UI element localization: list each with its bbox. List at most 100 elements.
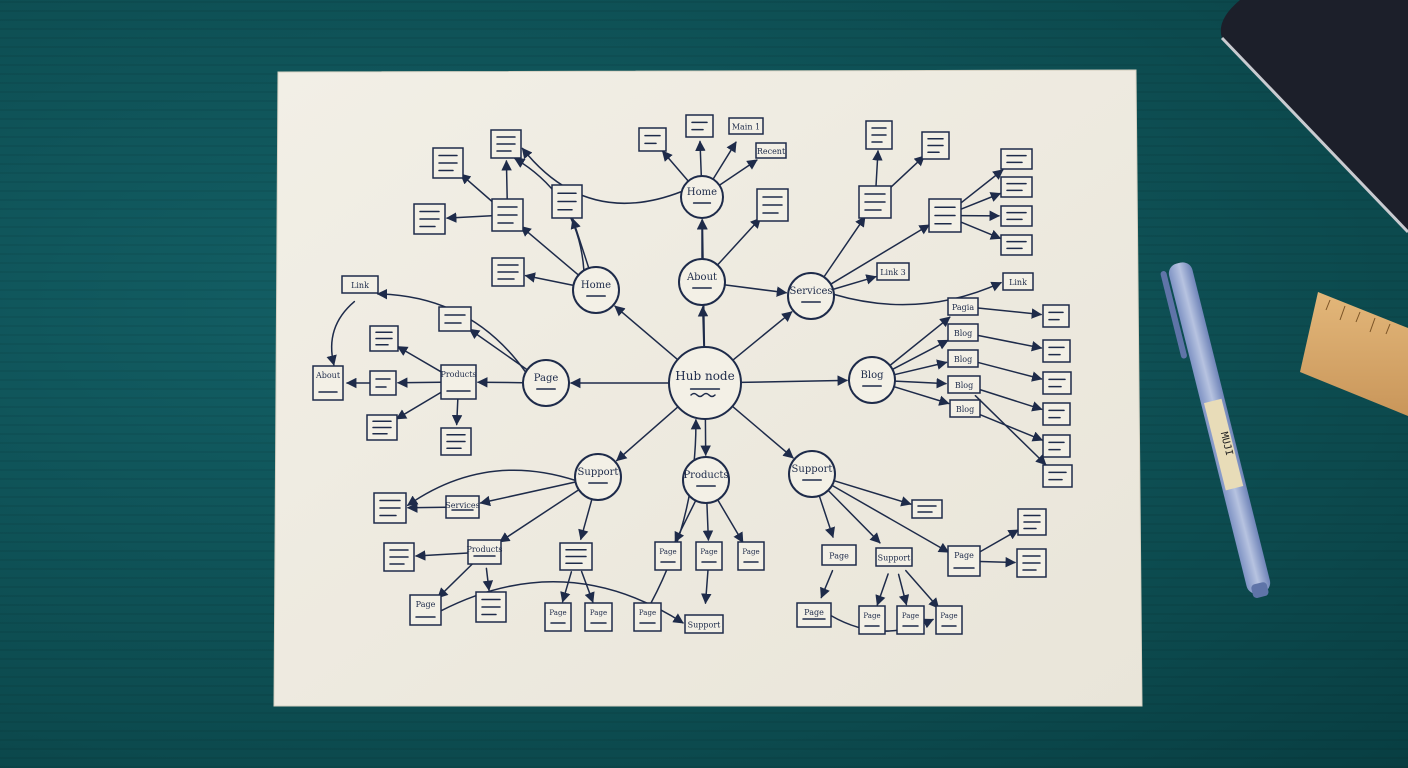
labeled-page-box: Page [544, 602, 572, 632]
labeled-page-box: Support [875, 547, 913, 567]
page-box [1042, 371, 1072, 395]
box-label: Blog [956, 405, 974, 414]
primary-node: Home [680, 175, 724, 219]
page-box [551, 184, 583, 219]
labeled-page-box: Link [341, 275, 379, 294]
labeled-page-box: Blog [949, 399, 981, 418]
connector-arrow [889, 316, 951, 367]
page-box [369, 325, 399, 352]
connector-arrow [820, 569, 834, 599]
page-box [440, 427, 472, 456]
labeled-page-box: Main 1 [728, 117, 764, 135]
page-box [1000, 176, 1033, 198]
connector-arrow [977, 529, 1020, 554]
page-box [383, 542, 415, 572]
labeled-page-box: Page [796, 602, 832, 628]
labeled-page-box: Page [633, 602, 662, 632]
connector-arrow [978, 388, 1043, 412]
connector-arrow [893, 359, 948, 376]
connector-arrow [716, 217, 762, 266]
node-label: Page [534, 373, 559, 384]
page-box [911, 499, 943, 519]
labeled-page-box: Blog [947, 375, 981, 394]
page-box [1042, 304, 1070, 328]
primary-node: Products [682, 456, 730, 504]
connector-arrow [451, 398, 463, 426]
labeled-page-box: Services [445, 495, 480, 519]
node-label: Blog [861, 370, 885, 381]
connector-arrow [872, 149, 883, 187]
box-label: Link [1009, 278, 1027, 287]
connector-arrow [832, 274, 877, 291]
primary-node: Page [522, 359, 570, 407]
connector-arrow [891, 339, 949, 371]
node-label: About [686, 272, 717, 283]
connector-arrow [578, 498, 593, 541]
box-label: Page [742, 548, 759, 556]
connector-arrow [831, 484, 950, 553]
labeled-page-box: Link 3 [876, 262, 910, 281]
box-label: Link [351, 281, 369, 290]
connector-arrow [978, 413, 1044, 442]
labeled-page-box: Page [935, 605, 963, 635]
connector-arrow [580, 570, 595, 603]
primary-node: Support [788, 450, 836, 498]
connector-arrow [959, 221, 1002, 240]
page-box [373, 492, 407, 524]
labeled-page-box: Page [858, 605, 886, 635]
connector-arrow [893, 385, 950, 406]
labeled-page-box: Page [654, 541, 682, 571]
ruler [1300, 292, 1408, 416]
connector-arrow [650, 418, 702, 605]
connector-arrow [732, 311, 793, 361]
connector-arrow [560, 571, 573, 603]
page-box [475, 591, 507, 623]
connector-arrow [395, 390, 445, 420]
connector-arrow [974, 394, 1047, 466]
box-label: About [315, 371, 341, 380]
page-box [491, 198, 524, 232]
connector-arrow [701, 569, 712, 605]
labeled-page-box: Page [695, 541, 723, 571]
page-box [1000, 148, 1033, 170]
page-box [1042, 464, 1073, 488]
page-box [858, 185, 892, 219]
page-box [559, 542, 593, 571]
connector-arrow [833, 281, 1002, 306]
box-label: Page [804, 608, 824, 617]
labeled-page-box: Page [947, 545, 981, 577]
labeled-page-box: Page [896, 605, 925, 635]
box-label: Page [659, 548, 676, 556]
box-label: Products [466, 545, 502, 554]
connector-arrow [326, 300, 356, 366]
page-box [1000, 205, 1033, 227]
connector-arrow [499, 488, 580, 543]
box-label: Services [445, 501, 479, 510]
box-label: Blog [954, 355, 972, 364]
connector-arrow [501, 159, 512, 200]
page-box [413, 203, 446, 235]
page-box [865, 120, 893, 150]
box-label: Pagia [952, 303, 974, 312]
node-label: Services [789, 286, 832, 297]
primary-node: Home [572, 266, 620, 314]
labeled-page-box: Page [821, 544, 857, 566]
page-box [1016, 548, 1047, 578]
page-box [685, 114, 714, 138]
connector-arrow [718, 159, 758, 187]
connector-arrow [406, 469, 577, 507]
box-label: Link 3 [880, 268, 906, 277]
page-box [638, 127, 667, 152]
labeled-page-box: Blog [947, 349, 979, 368]
connector-arrow [479, 481, 577, 507]
connector-arrow [731, 405, 794, 459]
node-label: Home [687, 187, 717, 198]
labeled-page-box: About [312, 365, 344, 401]
connector-arrow [976, 334, 1043, 352]
hub-node: Hub node [668, 346, 742, 420]
connector-arrow [712, 141, 737, 180]
box-label: Blog [954, 329, 972, 338]
labeled-page-box: Page [409, 594, 442, 626]
